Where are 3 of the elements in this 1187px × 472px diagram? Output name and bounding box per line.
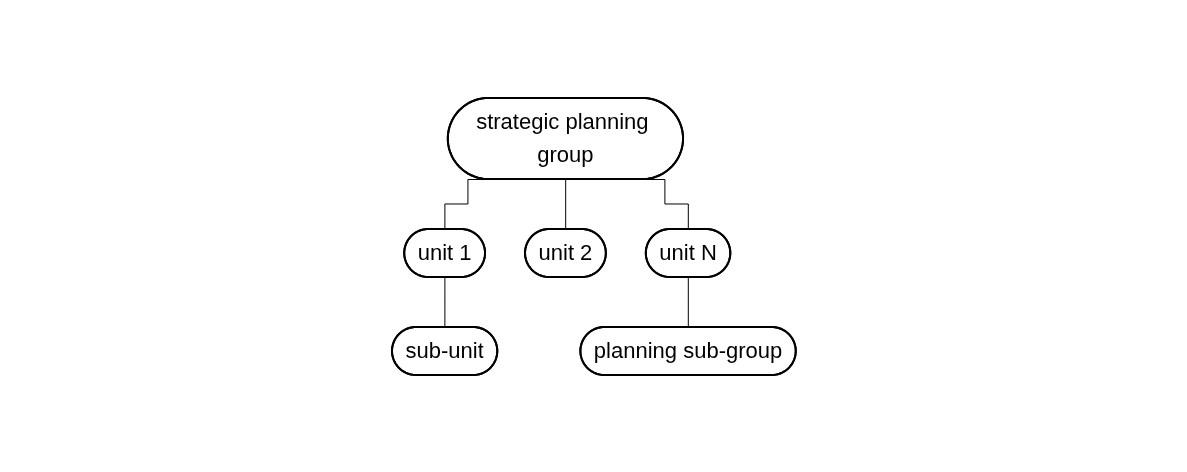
- connector: [687, 276, 689, 328]
- connector: [564, 178, 567, 230]
- connector: [444, 276, 446, 328]
